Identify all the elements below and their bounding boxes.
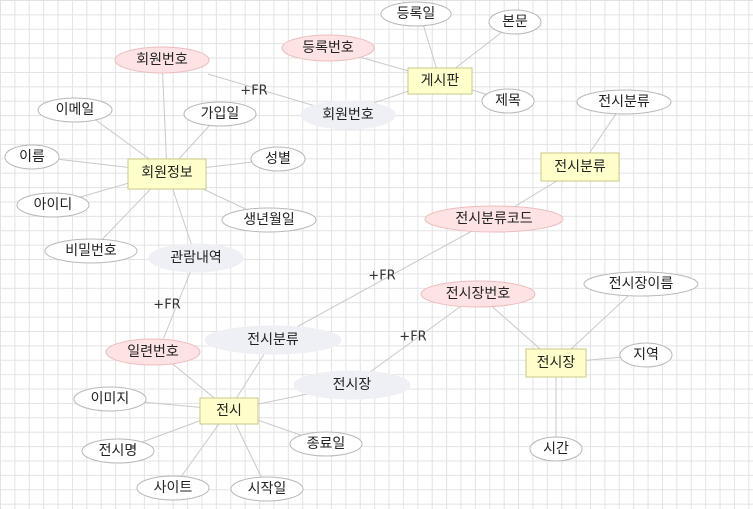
key-board-reg-no-label: 등록번호: [302, 40, 354, 56]
key-category-code[interactable]: [424, 205, 564, 233]
key-member-no-label: 회원번호: [136, 52, 188, 68]
attr-exhibit-name[interactable]: [81, 438, 155, 464]
attr-name[interactable]: [4, 144, 60, 170]
attr-site-label: 사이트: [154, 480, 193, 496]
fr-label-view-serial: +FR: [153, 298, 180, 313]
attr-email[interactable]: [37, 97, 113, 123]
attr-image-label: 이미지: [91, 391, 130, 407]
relation-board-member-no-label: 회원번호: [322, 107, 374, 123]
relation-exhibit-category[interactable]: [204, 325, 342, 355]
key-hall-no[interactable]: [420, 280, 536, 308]
edge-view-serial: [157, 257, 197, 353]
fr-label-category-exhibit: +FR: [368, 269, 395, 284]
attr-hall-name-label: 전시장이름: [609, 276, 674, 292]
attr-title[interactable]: [481, 88, 535, 114]
attr-gender[interactable]: [250, 146, 306, 172]
attr-category-name[interactable]: [576, 89, 672, 115]
entity-exhibit[interactable]: [199, 397, 259, 425]
attr-name-label: 이름: [19, 149, 45, 165]
entity-exhibit-category[interactable]: [540, 152, 620, 182]
attr-body-label: 본문: [502, 14, 528, 30]
attr-time-label: 시간: [543, 441, 569, 457]
relation-exhibit-hall[interactable]: [293, 370, 411, 400]
edge-category-rel: [272, 218, 495, 341]
relation-exhibit-category-label: 전시분류: [247, 332, 299, 348]
attr-join-date-label: 가입일: [201, 106, 240, 122]
attr-time[interactable]: [529, 436, 583, 462]
attr-site[interactable]: [136, 475, 210, 501]
key-hall-no-label: 전시장번호: [446, 286, 511, 302]
edge-member-memberno: [161, 59, 168, 173]
attr-start-date[interactable]: [230, 476, 304, 502]
relation-exhibit-hall-label: 전시장: [333, 377, 372, 393]
relations: 회원번호 관람내역 전시분류 전시장: [148, 100, 411, 400]
attr-region-label: 지역: [633, 347, 659, 363]
fr-label-member-board: +FR: [240, 84, 267, 99]
entity-exhibit-category-label: 전시분류: [554, 159, 606, 175]
attr-end-date-label: 종료일: [307, 436, 346, 452]
attr-id-label: 아이디: [34, 197, 73, 213]
attr-email-label: 이메일: [56, 102, 95, 118]
attributes: 등록일 본문 제목 전시분류 이메일 가입일 이름 성별 아이디 생년월일 비밀…: [4, 1, 699, 502]
attr-birthdate[interactable]: [221, 207, 317, 233]
attr-exhibit-name-label: 전시명: [99, 443, 138, 459]
attr-region[interactable]: [619, 342, 673, 368]
attr-image[interactable]: [73, 386, 147, 412]
fr-labels: +FR +FR +FR +FR: [153, 84, 426, 345]
attr-password[interactable]: [44, 238, 138, 264]
key-serial-no-label: 일련번호: [127, 344, 179, 360]
entity-exhibit-hall[interactable]: [525, 348, 587, 378]
edge-hall-rel: [351, 293, 479, 386]
entity-exhibit-label: 전시: [216, 403, 242, 419]
key-serial-no[interactable]: [105, 338, 201, 366]
entity-board-label: 게시판: [421, 73, 460, 89]
attr-reg-date-label: 등록일: [397, 6, 436, 22]
entity-exhibit-hall-label: 전시장: [537, 355, 576, 371]
attr-body[interactable]: [488, 9, 542, 35]
attr-join-date[interactable]: [183, 101, 257, 127]
fr-label-hall-exhibit: +FR: [399, 330, 426, 345]
relation-view-history[interactable]: [148, 243, 244, 273]
entity-board[interactable]: [407, 67, 473, 95]
attr-gender-label: 성별: [265, 151, 291, 167]
entity-member-info[interactable]: [127, 158, 207, 190]
attr-title-label: 제목: [495, 93, 521, 109]
attr-end-date[interactable]: [289, 431, 363, 457]
attr-start-date-label: 시작일: [248, 481, 287, 497]
key-member-no[interactable]: [114, 46, 210, 74]
entity-member-info-label: 회원정보: [141, 165, 193, 181]
attr-hall-name[interactable]: [583, 271, 699, 297]
relation-board-member-no[interactable]: [300, 100, 396, 130]
attr-birthdate-label: 생년월일: [243, 212, 295, 228]
attr-reg-date[interactable]: [380, 1, 452, 27]
key-board-reg-no[interactable]: [281, 34, 375, 62]
key-category-code-label: 전시분류코드: [455, 211, 532, 227]
attr-id[interactable]: [16, 192, 90, 218]
entities: 게시판 회원정보 전시분류 전시장 전시: [127, 67, 620, 425]
key-attributes: 등록번호 회원번호 전시분류코드 전시장번호 일련번호: [105, 34, 564, 366]
relation-view-history-label: 관람내역: [170, 250, 222, 266]
attr-category-name-label: 전시분류: [598, 94, 650, 110]
attr-password-label: 비밀번호: [65, 243, 117, 259]
